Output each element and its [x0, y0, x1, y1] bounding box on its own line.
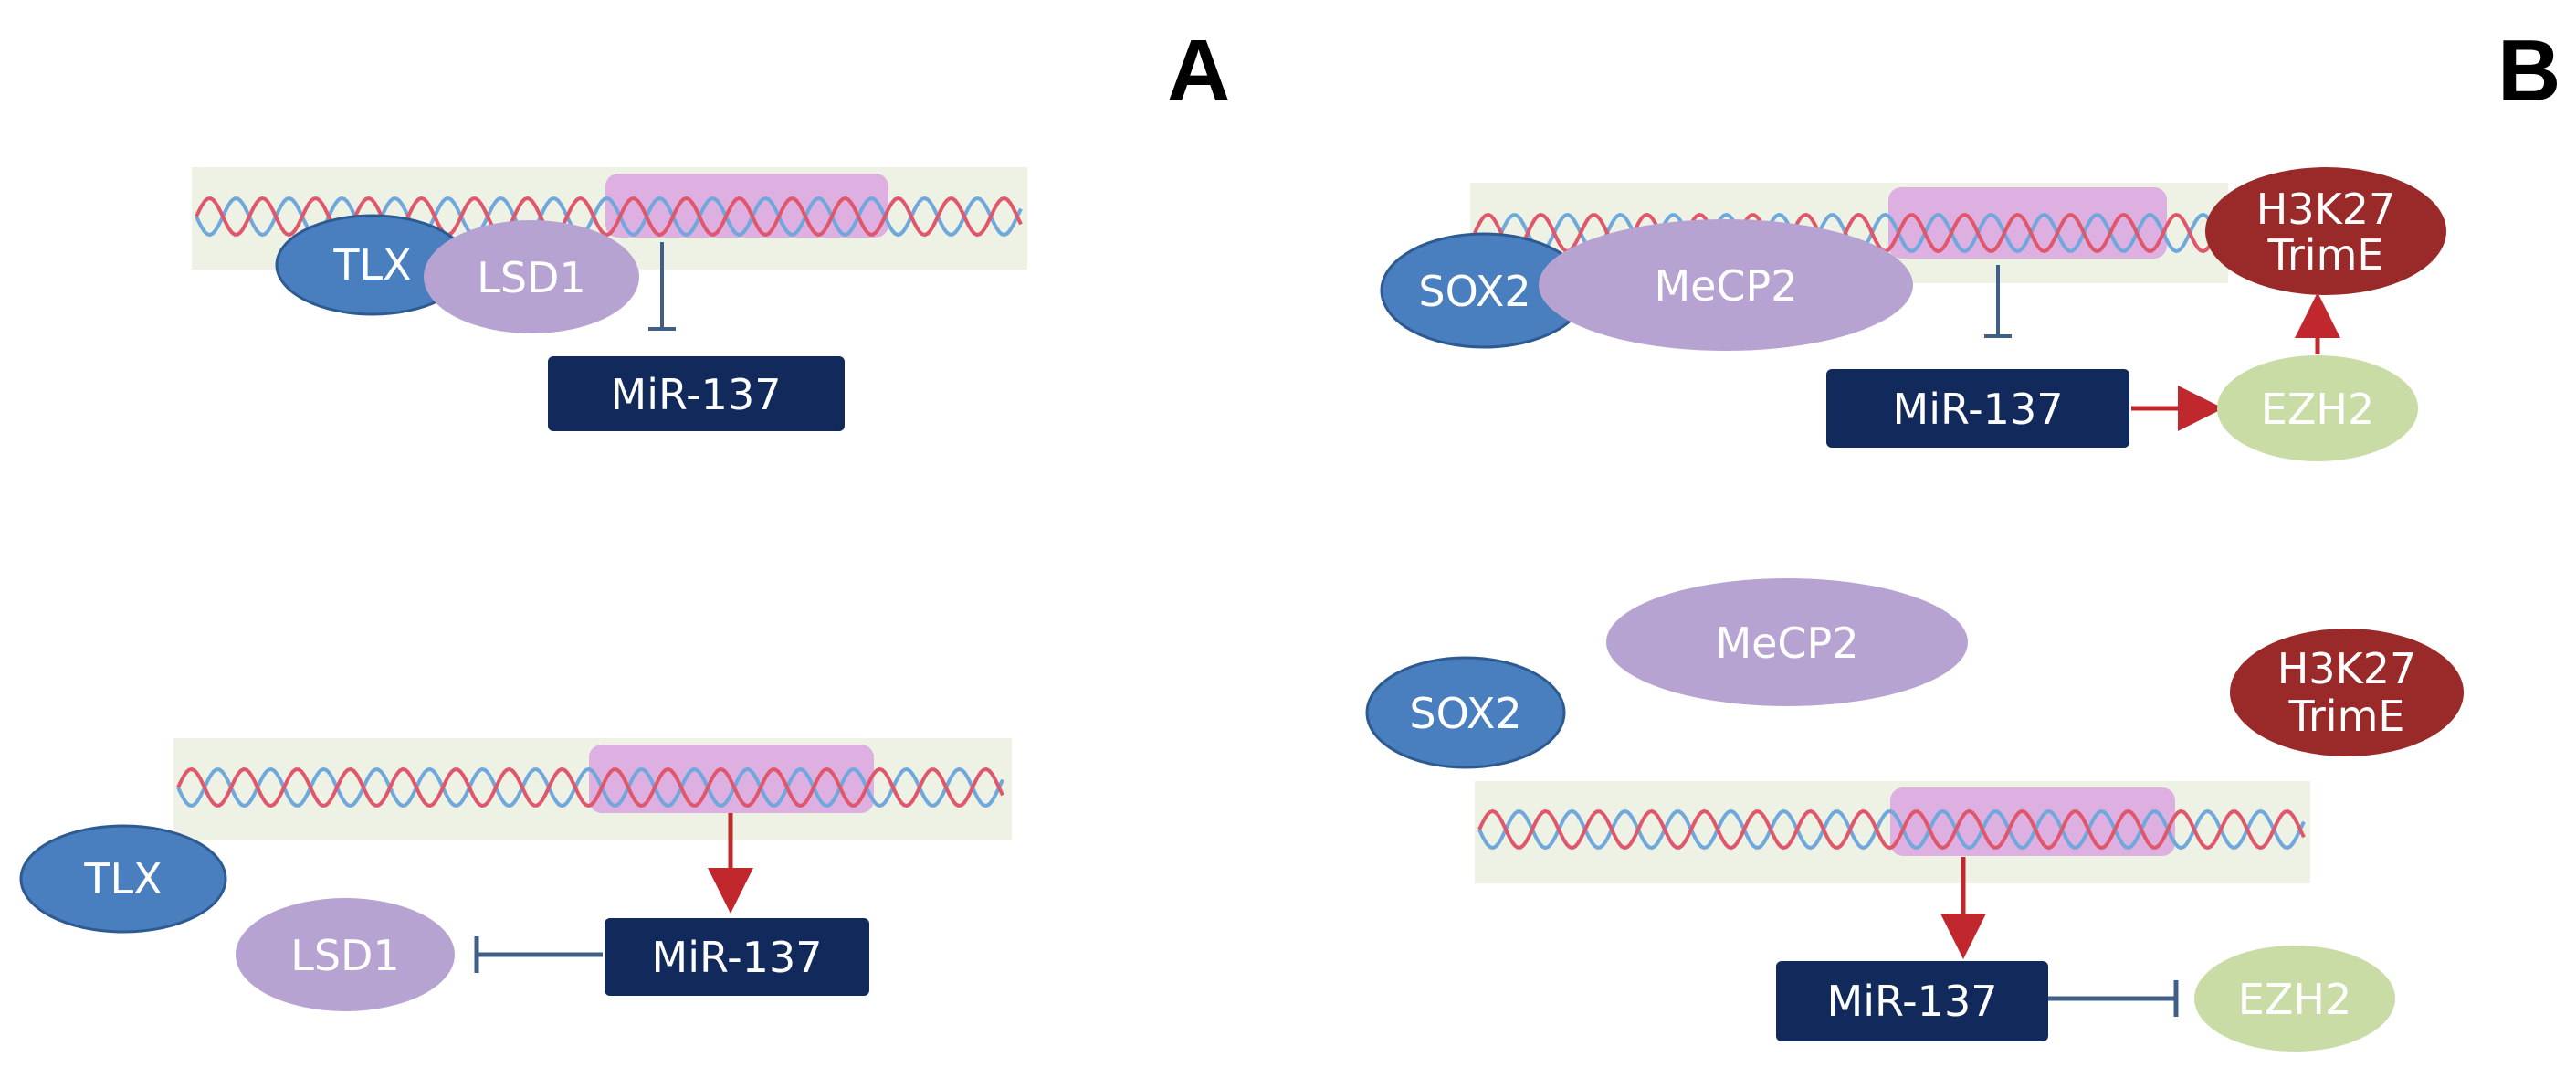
- sox2-node: [1365, 656, 1566, 769]
- dna-strand-blue: [195, 196, 1023, 238]
- h3k27-node: [2230, 629, 2464, 756]
- ezh2-label: EZH2: [2238, 975, 2351, 1024]
- ezh2-label: EZH2: [2261, 385, 2374, 434]
- mir137-label: MiR-137: [652, 933, 823, 982]
- dna-helix: [176, 766, 1004, 808]
- panel-b-bottom: SOX2 MeCP2 H3K27 TrimE MiR-137 EZH2: [1365, 578, 2464, 1052]
- mecp2-label: MeCP2: [1715, 618, 1858, 668]
- dna-helix: [1477, 808, 2306, 851]
- mecp2-node: [1606, 578, 1968, 706]
- mir137-box: [605, 918, 869, 996]
- dna-strand-red: [1477, 808, 2306, 851]
- h3k27-label-line2: TrimE: [2267, 230, 2384, 280]
- panel-b-top: SOX2 MeCP2 H3K27 TrimE MiR-137 EZH2: [1380, 167, 2446, 461]
- tlx-node: [19, 824, 227, 934]
- mir137-box: [1826, 369, 2129, 448]
- h3k27-label-line1: H3K27: [2256, 185, 2396, 234]
- dna-strand-red: [176, 766, 1004, 808]
- mecp2-label: MeCP2: [1654, 261, 1797, 311]
- h3k27-node: [2205, 167, 2446, 295]
- sox2-label: SOX2: [1418, 267, 1530, 316]
- mir137-box: [1776, 961, 2048, 1041]
- lsd1-label: LSD1: [290, 931, 400, 980]
- panel-letter-a: A: [1167, 22, 1230, 120]
- tlx-label: TLX: [83, 854, 162, 904]
- dna-strand-blue: [1477, 808, 2306, 851]
- mir137-box: [548, 356, 845, 431]
- mir137-label: MiR-137: [1893, 385, 2064, 434]
- panel-letter-b: B: [2497, 22, 2560, 120]
- lsd1-node: [236, 898, 455, 1011]
- ezh2-node: [2217, 355, 2418, 461]
- h3k27-label-line2: TrimE: [2288, 692, 2405, 741]
- lsd1-node: [424, 220, 639, 333]
- mecp2-node: [1539, 219, 1913, 351]
- ezh2-node: [2194, 946, 2395, 1052]
- lsd1-label: LSD1: [477, 253, 586, 302]
- tlx-label: TLX: [332, 240, 411, 290]
- dna-strand-blue: [176, 766, 1004, 808]
- h3k27-label-line1: H3K27: [2277, 644, 2417, 693]
- mir137-label: MiR-137: [1827, 977, 1998, 1026]
- dna-strand-red: [1473, 212, 2224, 254]
- mir137-label: MiR-137: [611, 370, 782, 419]
- panel-a-top: TLX LSD1 MiR-137: [192, 167, 1027, 431]
- sox2-label: SOX2: [1409, 689, 1521, 738]
- panel-a-bottom: TLX LSD1 MiR-137: [19, 738, 1012, 1011]
